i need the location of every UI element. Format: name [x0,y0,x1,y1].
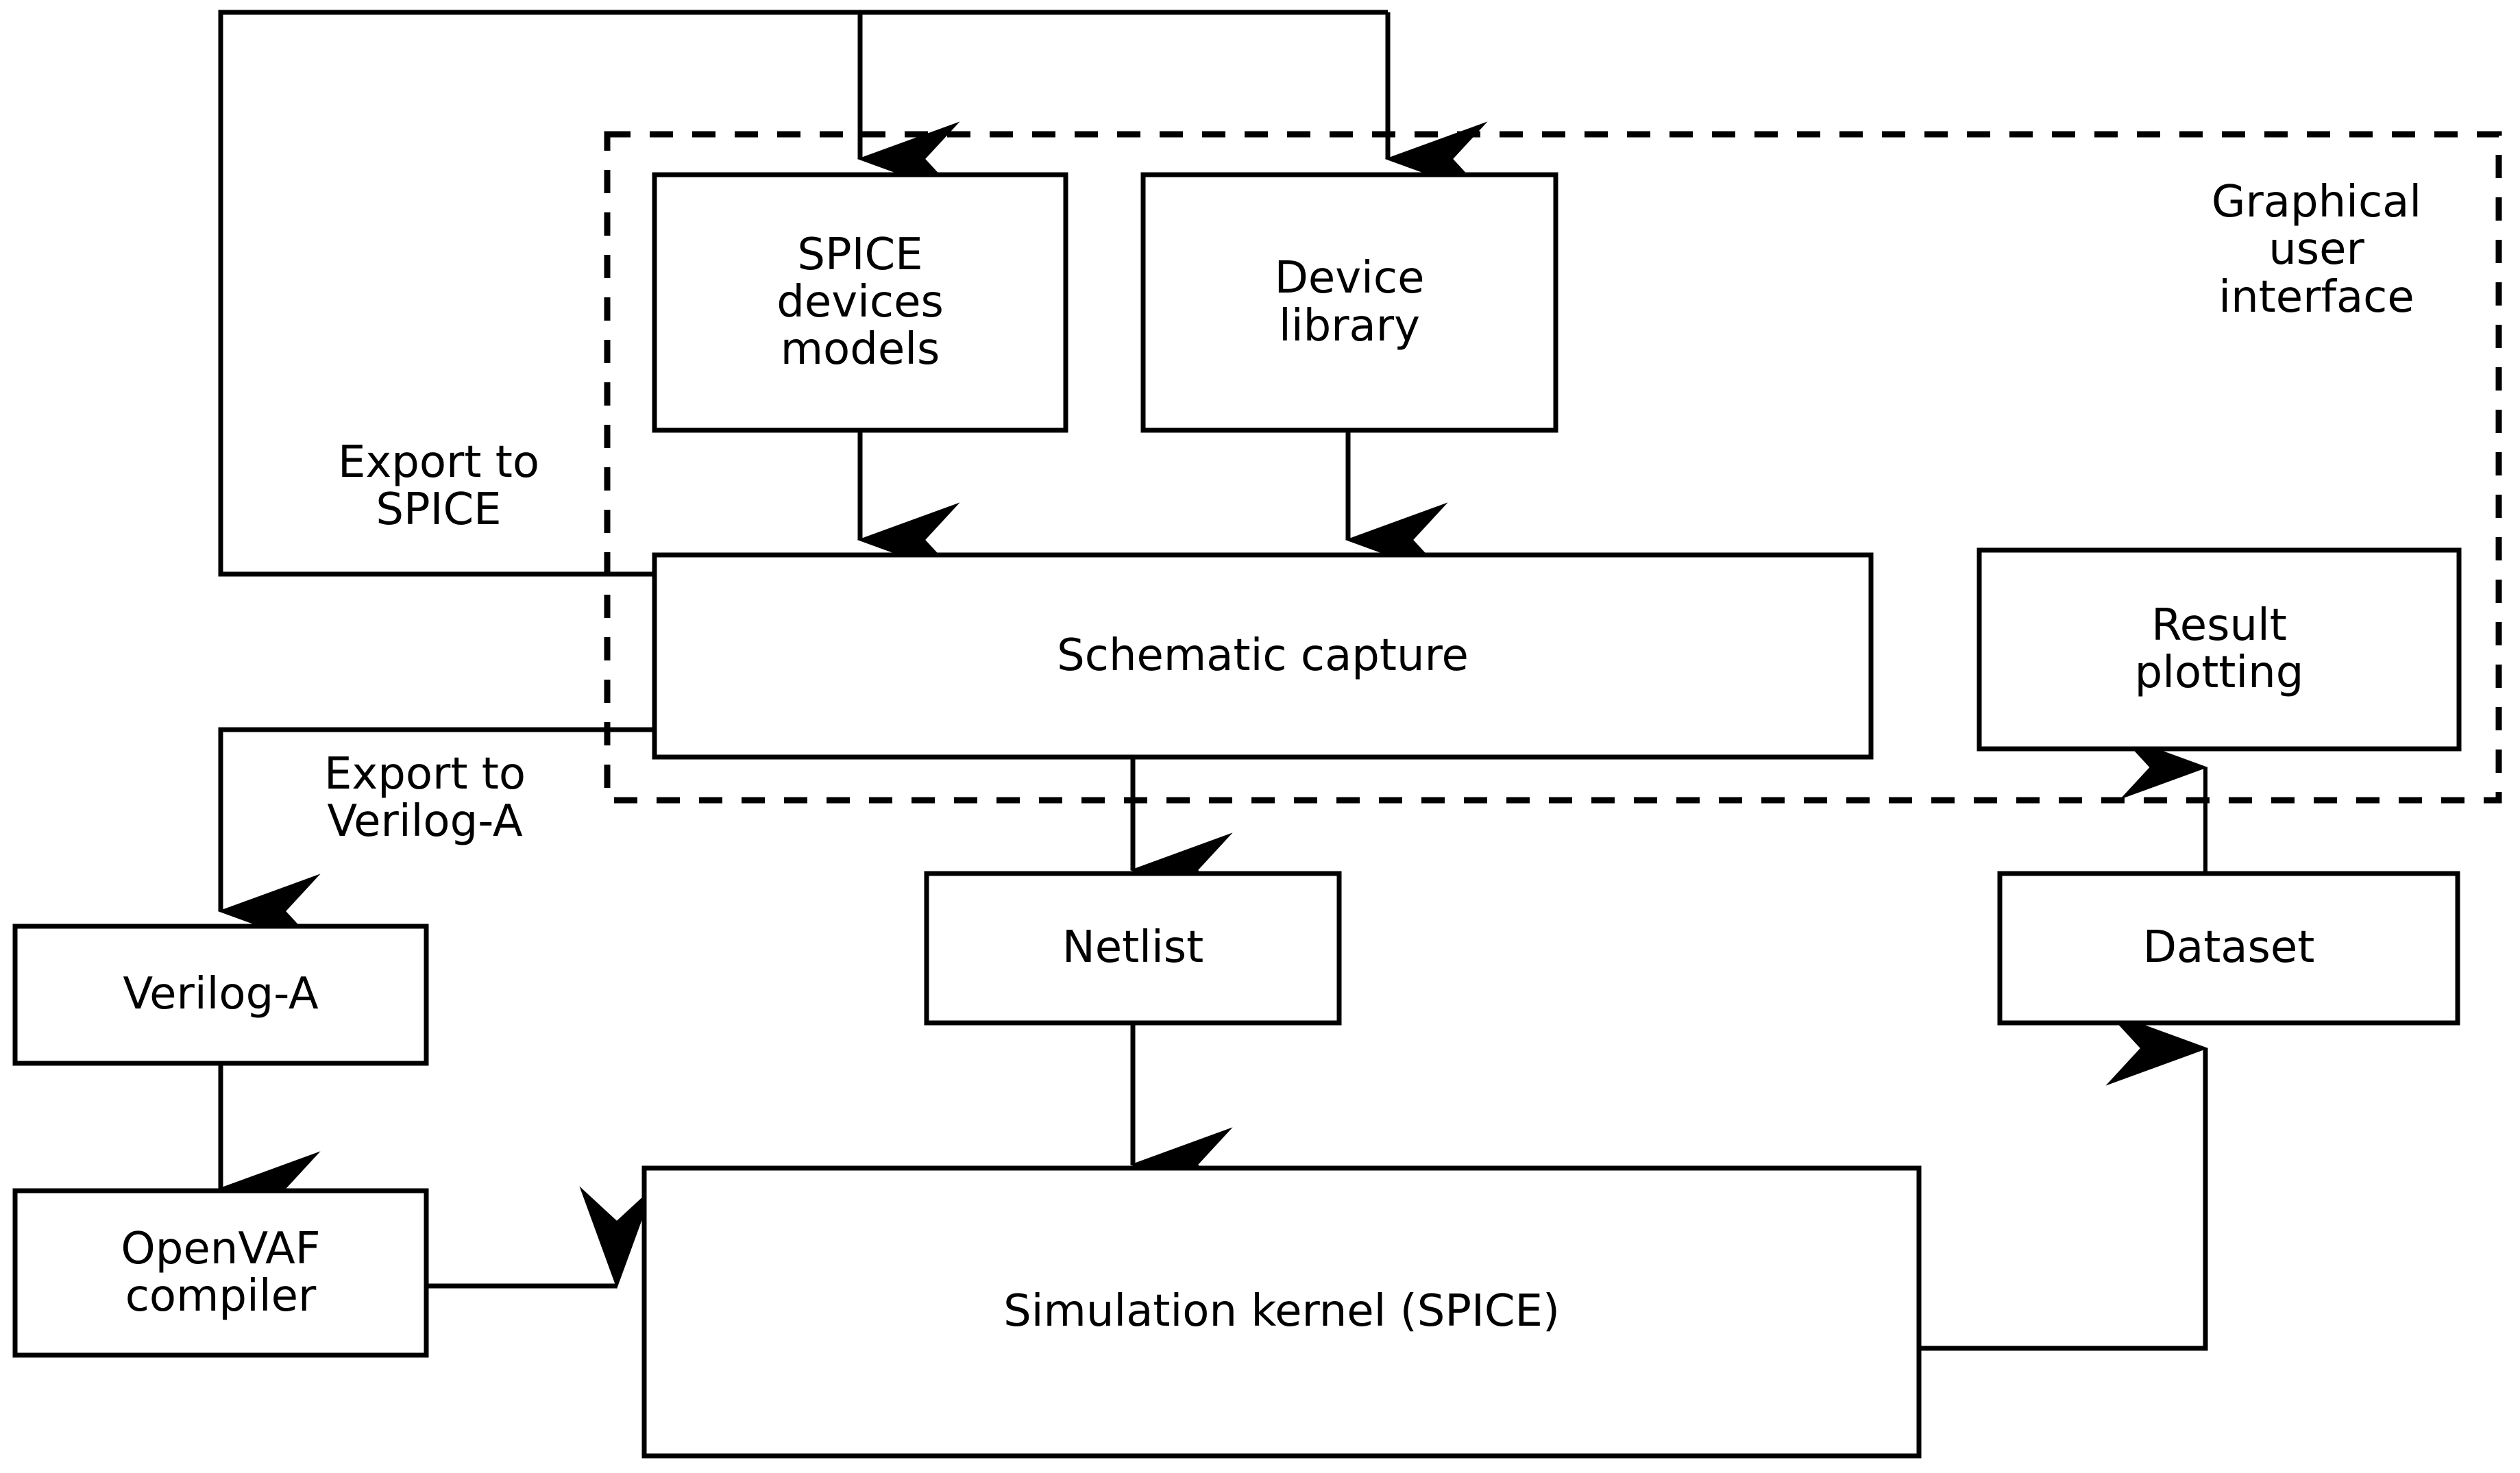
node-verilog-a[interactable] [12,924,429,1066]
node-schematic-capture[interactable] [652,552,1874,760]
gui-group-boundary [604,131,2502,804]
edge-simulation-kernel-to-dataset [1919,1011,2209,1351]
node-spice-devices-models[interactable] [652,172,1068,433]
node-openvaf-compiler[interactable] [12,1188,429,1358]
node-result-plotting[interactable] [1977,547,2462,752]
node-netlist[interactable] [924,871,1342,1026]
node-simulation-kernel[interactable] [641,1165,1922,1459]
node-dataset[interactable] [1997,871,2460,1026]
edge-export-to-verilog-a [217,727,655,949]
node-device-library[interactable] [1140,172,1558,433]
edge-export-to-spice-trunk [218,10,1388,577]
